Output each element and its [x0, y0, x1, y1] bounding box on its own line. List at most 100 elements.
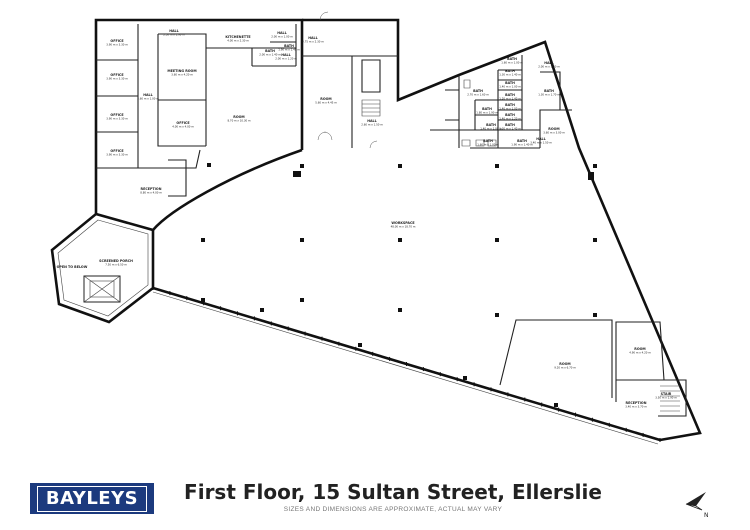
- structural-column: [463, 376, 467, 380]
- room-dimensions: 1.90 m x 1.40 m: [278, 48, 300, 52]
- room-dimensions: 1.40 m x 1.00 m: [480, 127, 502, 131]
- open-to-below-cross: [83, 275, 121, 303]
- room-dimensions: 1.30 m x 1.40 m: [499, 127, 521, 131]
- room-dimensions: 2.30 m x 1.90 m: [163, 33, 185, 37]
- exterior-wall-south-glazed-inner: [152, 291, 659, 445]
- room-label: BATH: [284, 44, 294, 48]
- door-swings-left: [317, 11, 378, 149]
- exterior-wall-left-block: [94, 18, 304, 214]
- room-dimensions: 4.75 m x 2.30 m: [302, 40, 324, 44]
- center-room-walls: [302, 55, 398, 148]
- room-dimensions: 3.60 m x 4.20 m: [171, 73, 193, 77]
- structural-column: [495, 313, 499, 317]
- glazing-marks: [152, 286, 661, 442]
- room-dimensions: 3.40 m x 3.70 m: [625, 405, 647, 409]
- room-dimensions: 3.40 m x 1.50 m: [530, 141, 552, 145]
- room-label: ROOM: [320, 97, 331, 101]
- wet-area-fixtures: [461, 79, 497, 147]
- reception-walls: [138, 149, 201, 197]
- room-label: OPEN TO BELOW: [57, 265, 88, 269]
- room-label: ROOM: [559, 362, 570, 366]
- room-label: BATH: [505, 69, 515, 73]
- room-dimensions: 3.90 m x 3.30 m: [106, 77, 128, 81]
- structural-column: [593, 238, 597, 242]
- room-dimensions: 2.00 m x 1.00 m: [271, 35, 293, 39]
- room-label: OFFICE: [110, 73, 124, 77]
- room-label: OFFICE: [176, 121, 190, 125]
- structural-column: [201, 238, 205, 242]
- room-label: OFFICE: [110, 113, 124, 117]
- exterior-wall-curved-front: [152, 148, 303, 231]
- room-dimensions: 1.30 m x 1.70 m: [538, 93, 560, 97]
- structural-column: [398, 308, 402, 312]
- room-dimensions: 1.40 m x 1.00 m: [499, 107, 521, 111]
- wet-area-walls: [430, 55, 540, 149]
- room-label: OFFICE: [110, 149, 124, 153]
- room-label: HALL: [143, 93, 153, 97]
- room-dimensions: 2.00 m x 1.40 m: [259, 53, 281, 57]
- room-dimensions: 3.90 m x 3.30 m: [106, 43, 128, 47]
- stair-treads-bottom: [660, 385, 680, 412]
- room-label: BATH: [505, 81, 515, 85]
- room-label: BATH: [505, 93, 515, 97]
- structural-column: [593, 313, 597, 317]
- room-label: WORKSPACE: [391, 221, 415, 225]
- room-dimensions: 1.40 m x 1.20 m: [499, 117, 521, 121]
- room-dimensions: 1.30 m x 1.40 m: [499, 73, 521, 77]
- room-label: ROOM: [548, 127, 559, 131]
- structural-column: [300, 164, 304, 168]
- room-label: BATH: [482, 107, 492, 111]
- north-arrow-icon: N: [685, 492, 709, 519]
- room-label: BATH: [486, 123, 496, 127]
- room-label: BATH: [544, 89, 554, 93]
- room-label: HALL: [367, 119, 377, 123]
- room-label: STAIR: [661, 392, 672, 396]
- stair-treads-top: [361, 99, 381, 117]
- room-dimensions: 9.20 m x 6.70 m: [554, 366, 576, 370]
- room-dimensions: 8.80 m x 4.00 m: [140, 191, 162, 195]
- structural-column: [588, 172, 594, 180]
- room-label: ROOM: [233, 115, 244, 119]
- bayleys-logo-text: BAYLEYS: [36, 485, 148, 512]
- room-dimensions: 1.90 m x 1.40 m: [511, 143, 533, 147]
- screened-porch-outline: [50, 212, 155, 324]
- room-label: BATH: [265, 49, 275, 53]
- room-dimensions: 2.60 m x 1.50 m: [361, 123, 383, 127]
- room-label: KITCHENETTE: [225, 35, 251, 39]
- room-label: OFFICE: [110, 39, 124, 43]
- room-label: HALL: [544, 61, 554, 65]
- room-dimensions: 5.60 m x 1.00 m: [137, 97, 159, 101]
- room-label: ROOM: [634, 347, 645, 351]
- structural-column: [260, 308, 264, 312]
- room-label: HALL: [169, 29, 179, 33]
- room-label: BATH: [473, 89, 483, 93]
- office-column-wall: [96, 24, 139, 169]
- room-dimensions: 2.00 m x 1.20 m: [275, 57, 297, 61]
- north-label: N: [704, 512, 709, 519]
- wet-area-right-walls: [539, 71, 572, 148]
- open-to-below-inner: [89, 280, 115, 298]
- kitchenette-walls: [206, 24, 297, 67]
- room-dimensions: 1.40 m x 1.00 m: [499, 85, 521, 89]
- structural-column: [398, 164, 402, 168]
- structural-columns: [201, 163, 597, 407]
- room-dimensions: 1.20 m x 1.40 m: [499, 97, 521, 101]
- room-label: BATH: [505, 103, 515, 107]
- plan-disclaimer: SIZES AND DIMENSIONS ARE APPROXIMATE, AC…: [283, 506, 503, 513]
- room-label: BATH: [505, 113, 515, 117]
- room-dimensions: 3.90 m x 3.30 m: [106, 153, 128, 157]
- bayleys-logo: BAYLEYS: [30, 483, 154, 514]
- room-dimensions: 1.60 m x 1.00 m: [501, 61, 523, 65]
- structural-column: [207, 163, 211, 167]
- room-dimensions: 2.70 m x 1.60 m: [467, 93, 489, 97]
- room-label: MEETING ROOM: [167, 69, 196, 73]
- structural-column: [495, 238, 499, 242]
- room-dimensions: 3.50 m x 1.90 m: [655, 396, 677, 400]
- structural-column: [554, 403, 558, 407]
- structural-column: [398, 238, 402, 242]
- room-label: RECEPTION: [141, 187, 162, 191]
- room-label: HALL: [281, 53, 291, 57]
- room-label: HALL: [308, 36, 318, 40]
